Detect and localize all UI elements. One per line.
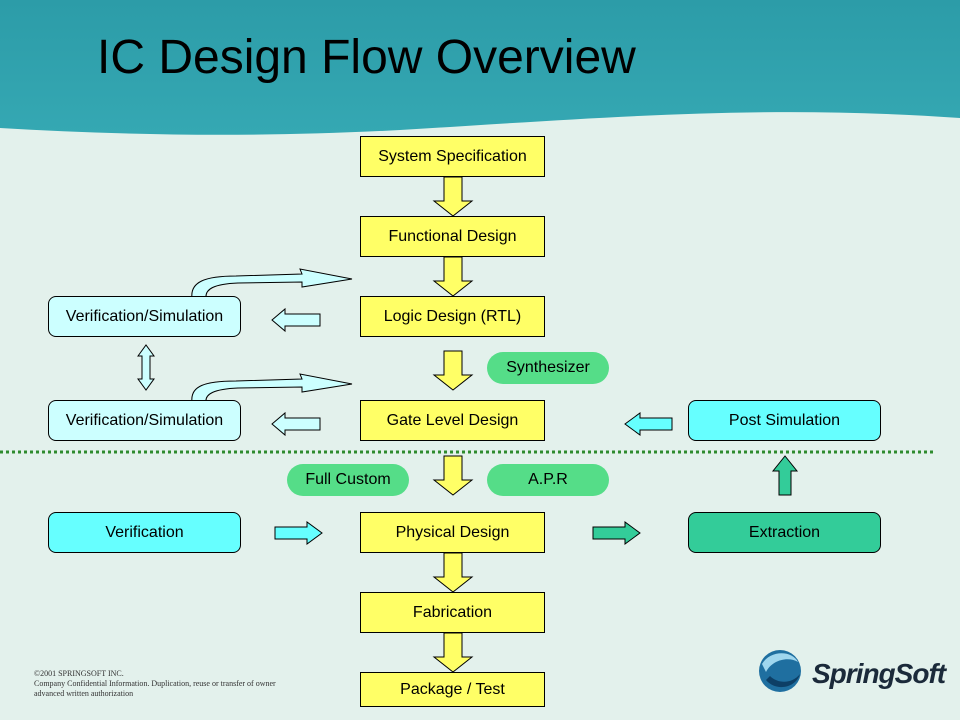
apr-pill: A.P.R: [487, 464, 609, 496]
full-custom-pill: Full Custom: [287, 464, 409, 496]
gate-level-design-box: Gate Level Design: [360, 400, 545, 441]
fabrication-box: Fabrication: [360, 592, 545, 633]
right-arrow-extraction: [592, 521, 641, 545]
feedback-arrow: [191, 268, 353, 403]
up-arrow: [771, 455, 799, 496]
left-arrow-post-sim: [624, 412, 673, 436]
verification-simulation-box: Verification/Simulation: [48, 400, 241, 441]
system-specification-box: System Specification: [360, 136, 545, 177]
footer-copyright: ©2001 SPRINGSOFT INC.: [34, 669, 124, 678]
extraction-box: Extraction: [688, 512, 881, 553]
footer-line: Company Confidential Information. Duplic…: [34, 679, 276, 688]
package-test-box: Package / Test: [360, 672, 545, 707]
physical-design-box: Physical Design: [360, 512, 545, 553]
header-band: [0, 0, 960, 135]
page-title: IC Design Flow Overview: [97, 31, 636, 84]
footer-notice: ©2001 SPRINGSOFT INC. Company Confidenti…: [34, 669, 276, 699]
footer-line: advanced written authorization: [34, 689, 134, 698]
functional-design-box: Functional Design: [360, 216, 545, 257]
logo-text: SpringSoft: [812, 658, 946, 689]
verification-simulation-box: Verification/Simulation: [48, 296, 241, 337]
down-arrow: [432, 176, 474, 673]
logic-design-box: Logic Design (RTL): [360, 296, 545, 337]
post-simulation-box: Post Simulation: [688, 400, 881, 441]
left-arrow: [271, 307, 321, 437]
springsoft-logo: SpringSoft: [758, 648, 946, 694]
right-arrow-verification: [274, 521, 323, 545]
double-arrow: [137, 344, 155, 391]
synthesizer-pill: Synthesizer: [487, 352, 609, 384]
verification-box: Verification: [48, 512, 241, 553]
springsoft-logo-icon: [759, 650, 801, 692]
